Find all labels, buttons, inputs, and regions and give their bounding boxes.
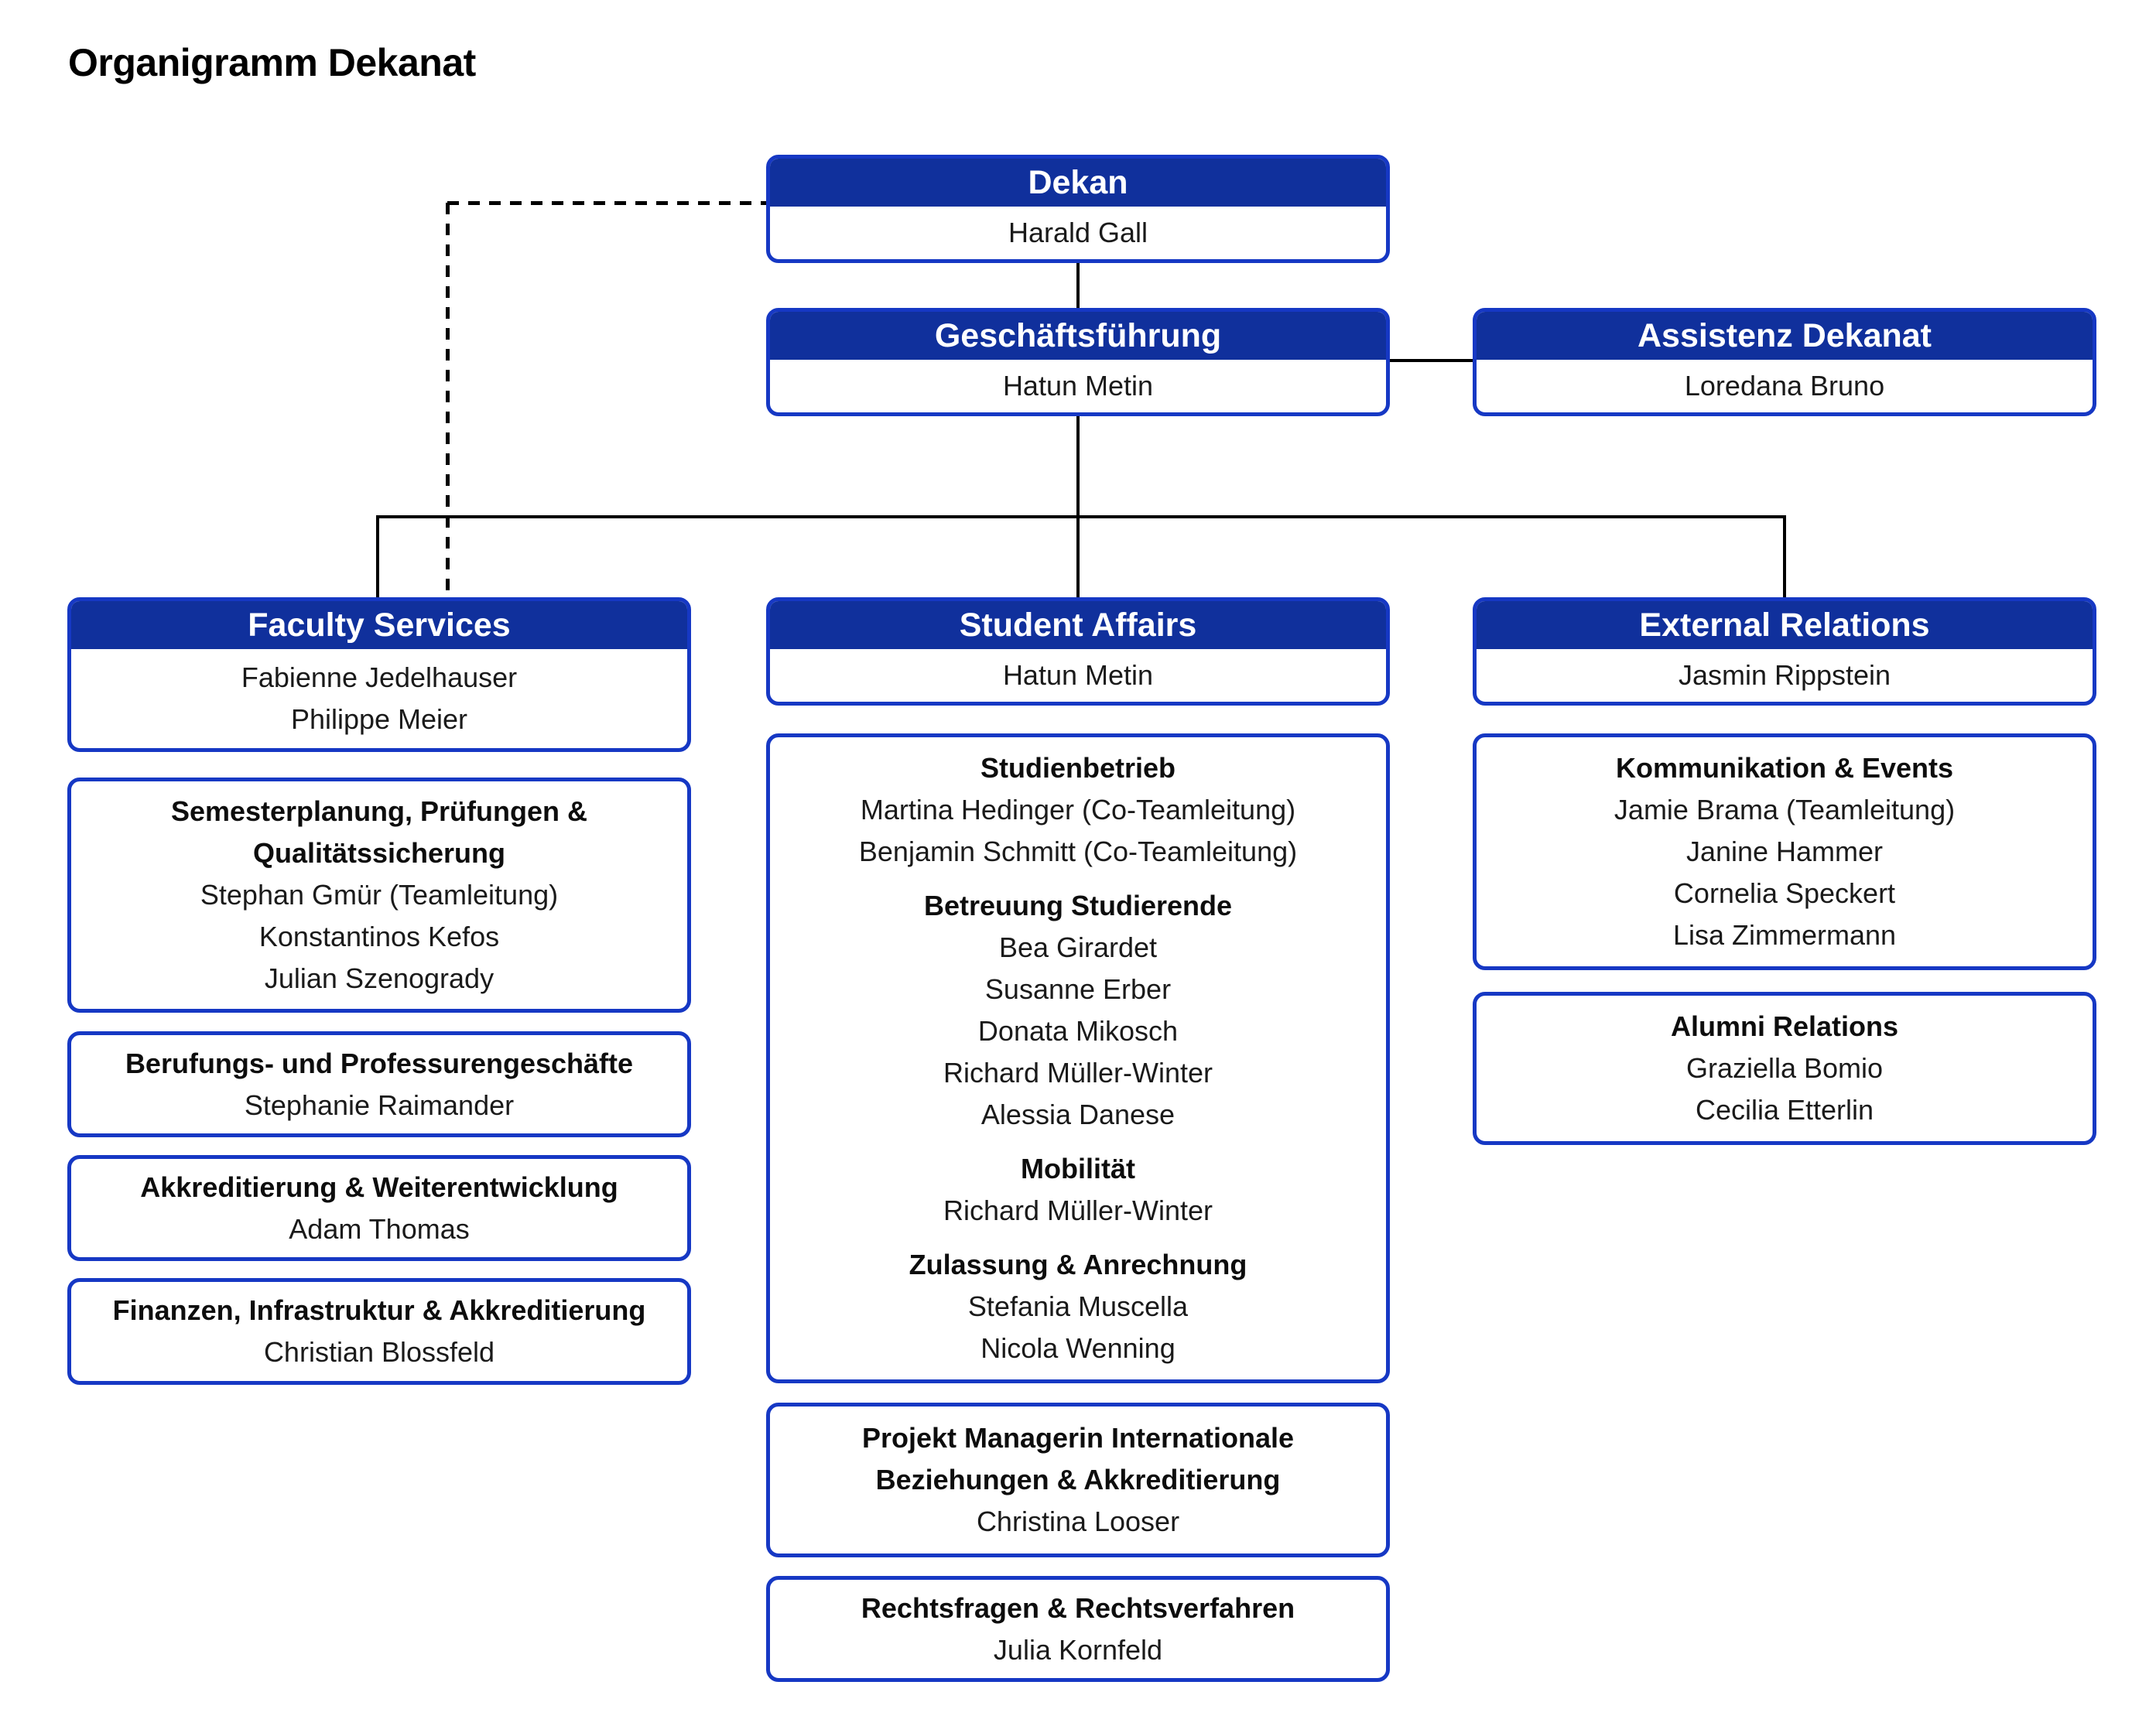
person-name: Stephanie Raimander: [244, 1089, 515, 1121]
person-name: Loredana Bruno: [1684, 370, 1885, 402]
node-dekan-body: Harald Gall: [770, 207, 1386, 259]
person-name: Nicola Wenning: [980, 1332, 1176, 1364]
unit-student-affairs-main: Studienbetrieb Martina Hedinger (Co-Team…: [766, 733, 1390, 1383]
person-name: Cornelia Speckert: [1673, 877, 1896, 909]
node-dekan-title: Dekan: [770, 159, 1386, 207]
node-student-affairs-title: Student Affairs: [770, 601, 1386, 649]
section-zulassung-anrechnung: Zulassung & Anrechnung Stefania Muscella…: [909, 1244, 1247, 1369]
node-dekan: Dekan Harald Gall: [766, 155, 1390, 263]
unit-kommunikation-events: Kommunikation & Events Jamie Brama (Team…: [1473, 733, 2096, 970]
connector-bus-external: [1783, 517, 1786, 599]
unit-alumni-relations: Alumni Relations Graziella Bomio Cecilia…: [1473, 992, 2096, 1145]
person-name: Janine Hammer: [1685, 836, 1884, 867]
unit-finanzen-infrastruktur: Finanzen, Infrastruktur & Akkreditierung…: [67, 1278, 691, 1385]
unit-title: Semesterplanung, Prüfungen & Qualitätssi…: [170, 795, 588, 869]
person-name: Bea Girardet: [998, 931, 1158, 963]
unit-title: Kommunikation & Events: [1615, 752, 1954, 784]
person-name: Stephan Gmür (Teamleitung): [200, 879, 559, 911]
node-student-affairs: Student Affairs Hatun Metin: [766, 597, 1390, 706]
person-name: Philippe Meier: [290, 703, 468, 735]
person-name: Donata Mikosch: [977, 1015, 1179, 1047]
person-name: Richard Müller-Winter: [943, 1195, 1213, 1226]
unit-semesterplanung: Semesterplanung, Prüfungen & Qualitätssi…: [67, 778, 691, 1013]
person-name: Jamie Brama (Teamleitung): [1614, 794, 1956, 825]
unit-title: Mobilität: [1021, 1153, 1135, 1184]
connector-bus-faculty: [376, 517, 379, 599]
person-name: Julia Kornfeld: [993, 1633, 1163, 1666]
connector-bus: [376, 515, 1786, 518]
unit-title: Rechtsfragen & Rechtsverfahren: [861, 1591, 1295, 1624]
person-name: Richard Müller-Winter: [943, 1057, 1213, 1089]
person-name: Benjamin Schmitt (Co-Teamleitung): [858, 836, 1298, 867]
unit-akkreditierung-weiterentwicklung: Akkreditierung & Weiterentwicklung Adam …: [67, 1155, 691, 1261]
connector-dekan-gf: [1076, 263, 1080, 309]
connector-dekan-faculty-dashed-v: [446, 203, 450, 599]
person-name: Christian Blossfeld: [263, 1336, 495, 1368]
unit-berufungs-professurengeschaefte: Berufungs- und Professurengeschäfte Step…: [67, 1031, 691, 1137]
connector-gf-assistenz: [1388, 359, 1474, 362]
section-studienbetrieb: Studienbetrieb Martina Hedinger (Co-Team…: [859, 747, 1297, 873]
person-name: Graziella Bomio: [1685, 1052, 1884, 1084]
node-assistenz-dekanat-body: Loredana Bruno: [1477, 360, 2093, 412]
person-name: Adam Thomas: [289, 1212, 470, 1245]
connector-dekan-faculty-dashed-h: [447, 201, 768, 205]
connector-gf-bus: [1076, 415, 1080, 518]
node-student-affairs-body: Hatun Metin: [770, 649, 1386, 702]
person-name: Christina Looser: [976, 1506, 1180, 1537]
connector-bus-student: [1076, 517, 1080, 599]
person-name: Julian Szenogrady: [264, 962, 495, 994]
unit-title: Projekt Managerin Internationale Beziehu…: [861, 1422, 1295, 1495]
unit-rechtsfragen: Rechtsfragen & Rechtsverfahren Julia Kor…: [766, 1576, 1390, 1682]
unit-title: Alumni Relations: [1670, 1010, 1899, 1042]
unit-title: Zulassung & Anrechnung: [909, 1249, 1247, 1280]
person-name: Lisa Zimmermann: [1672, 919, 1897, 951]
section-mobilitaet: Mobilität Richard Müller-Winter: [943, 1148, 1213, 1232]
unit-title: Finanzen, Infrastruktur & Akkreditierung: [112, 1294, 646, 1326]
unit-title: Studienbetrieb: [980, 752, 1176, 784]
person-name: Hatun Metin: [1002, 659, 1154, 691]
page-title: Organigramm Dekanat: [68, 41, 476, 84]
node-assistenz-dekanat-title: Assistenz Dekanat: [1477, 312, 2093, 360]
section-betreuung-studierende: Betreuung Studierende Bea Girardet Susan…: [924, 885, 1232, 1136]
node-external-relations-title: External Relations: [1477, 601, 2093, 649]
person-name: Susanne Erber: [984, 973, 1172, 1005]
node-faculty-services-title: Faculty Services: [71, 601, 687, 649]
node-geschaeftsfuehrung: Geschäftsführung Hatun Metin: [766, 308, 1390, 416]
node-faculty-services-body: Fabienne Jedelhauser Philippe Meier: [71, 649, 687, 748]
unit-projekt-managerin: Projekt Managerin Internationale Beziehu…: [766, 1403, 1390, 1557]
unit-title: Betreuung Studierende: [923, 890, 1233, 921]
unit-title: Akkreditierung & Weiterentwicklung: [140, 1171, 618, 1203]
person-name: Alessia Danese: [980, 1099, 1176, 1130]
person-name: Konstantinos Kefos: [258, 921, 500, 952]
person-name: Hatun Metin: [1002, 370, 1154, 402]
person-name: Stefania Muscella: [967, 1290, 1189, 1322]
node-geschaeftsfuehrung-title: Geschäftsführung: [770, 312, 1386, 360]
person-name: Harald Gall: [1008, 217, 1148, 248]
node-assistenz-dekanat: Assistenz Dekanat Loredana Bruno: [1473, 308, 2096, 416]
person-name: Martina Hedinger (Co-Teamleitung): [860, 794, 1296, 825]
node-faculty-services: Faculty Services Fabienne Jedelhauser Ph…: [67, 597, 691, 752]
person-name: Fabienne Jedelhauser: [241, 661, 518, 693]
person-name: Cecilia Etterlin: [1695, 1094, 1874, 1126]
node-external-relations: External Relations Jasmin Rippstein: [1473, 597, 2096, 706]
node-geschaeftsfuehrung-body: Hatun Metin: [770, 360, 1386, 412]
node-external-relations-body: Jasmin Rippstein: [1477, 649, 2093, 702]
person-name: Jasmin Rippstein: [1678, 659, 1891, 691]
unit-title: Berufungs- und Professurengeschäfte: [125, 1047, 634, 1079]
